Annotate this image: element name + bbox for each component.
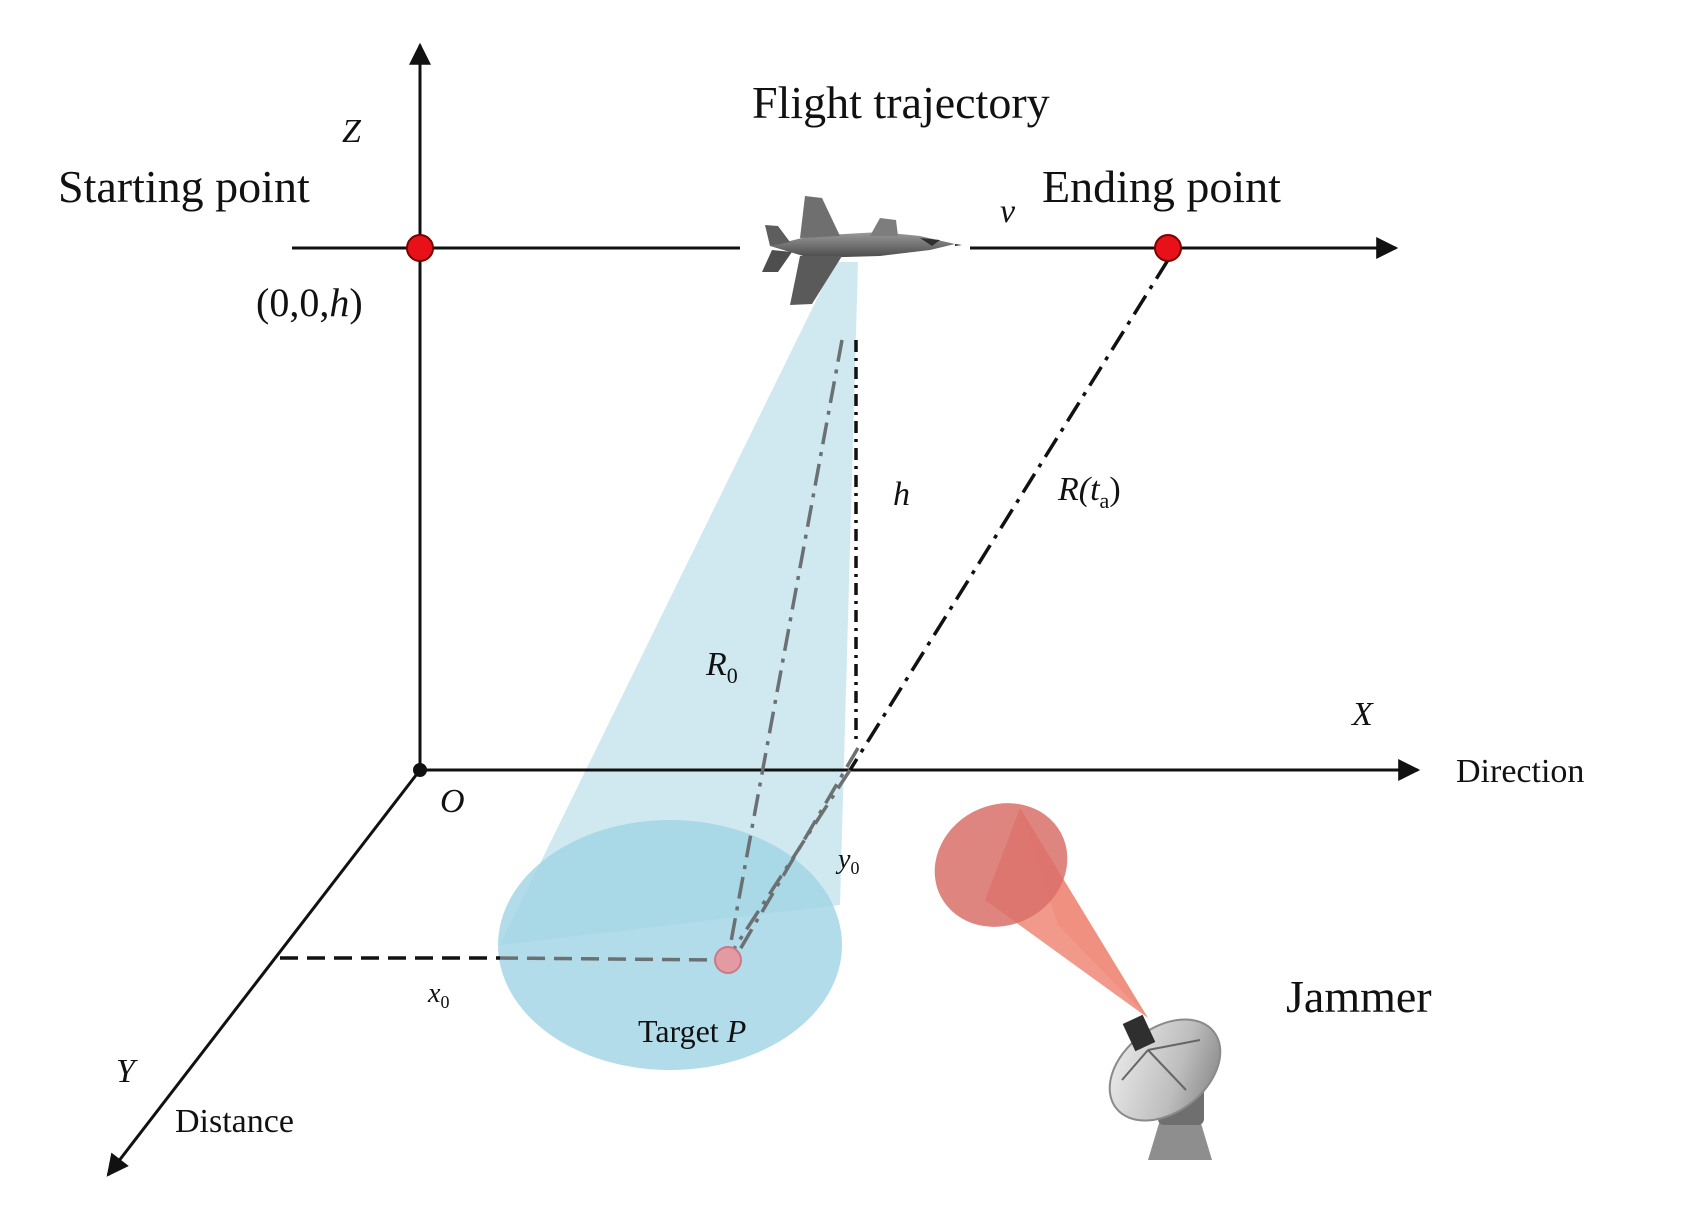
flight-trajectory-label: Flight trajectory	[752, 77, 1050, 128]
axes	[106, 42, 1421, 1177]
fighter-jet-icon	[762, 196, 962, 305]
x0-label: x0	[427, 978, 449, 1012]
origin-coordinates-label: (0,0,h)	[256, 280, 363, 325]
z-axis-label: Z	[342, 113, 362, 150]
target-point-marker	[714, 946, 742, 974]
y-axis-label: Y	[116, 1053, 138, 1090]
jammer-label: Jammer	[1286, 971, 1432, 1022]
r0-line	[726, 339, 844, 959]
target-label: Target P	[638, 1013, 746, 1049]
starting-point-label: Starting point	[58, 161, 310, 212]
origin-label: O	[440, 783, 465, 820]
y-axis	[106, 769, 422, 1177]
geometry-lines	[280, 259, 1170, 962]
range-rta-line-lower	[726, 769, 852, 959]
direction-label: Direction	[1456, 753, 1584, 790]
radar-beam	[498, 262, 858, 1070]
jammer-beam-cone-top	[934, 803, 1068, 927]
origin-dot	[413, 763, 427, 777]
ending-point-label: Ending point	[1042, 161, 1281, 212]
velocity-label: v	[1000, 193, 1016, 230]
beam-footprint	[498, 820, 842, 1070]
r0-label: R0	[705, 646, 738, 688]
range-rta-line	[848, 259, 1170, 771]
satellite-dish-icon	[1108, 1014, 1222, 1160]
y0-label: y0	[835, 844, 859, 878]
distance-label: Distance	[175, 1103, 294, 1140]
labels: Flight trajectory Starting point Ending …	[58, 77, 1584, 1140]
ending-point-marker	[1154, 234, 1182, 262]
rta-label: R(ta)	[1057, 471, 1121, 513]
x0-line-inner	[499, 956, 723, 962]
x-axis-label: X	[1350, 696, 1374, 733]
height-label: h	[893, 476, 910, 513]
starting-point-marker	[406, 234, 434, 262]
jammer-beam	[934, 803, 1148, 1018]
